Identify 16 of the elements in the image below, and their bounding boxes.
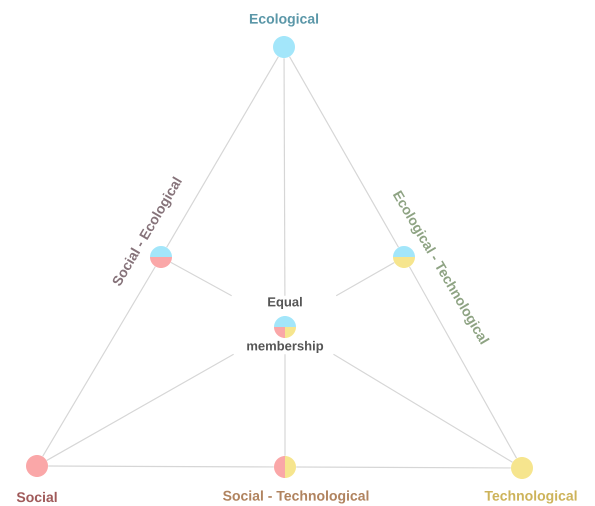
- connector-line: [283, 58, 286, 296]
- connector-line: [284, 354, 286, 456]
- node-label: Technological: [484, 490, 577, 504]
- connector-line: [336, 262, 395, 296]
- connector-line: [333, 354, 513, 463]
- connector-line: [166, 56, 279, 248]
- connector-line: [170, 262, 232, 296]
- node-label: Social - Technological: [223, 490, 368, 504]
- connector-line: [48, 465, 274, 468]
- connector-line: [46, 354, 234, 461]
- connector-line: [296, 466, 511, 469]
- connector-line: [42, 266, 156, 457]
- connector-line: [289, 56, 399, 248]
- node-label: Social: [16, 492, 57, 502]
- node-label: Ecological: [250, 13, 318, 27]
- connector-line: [408, 266, 518, 458]
